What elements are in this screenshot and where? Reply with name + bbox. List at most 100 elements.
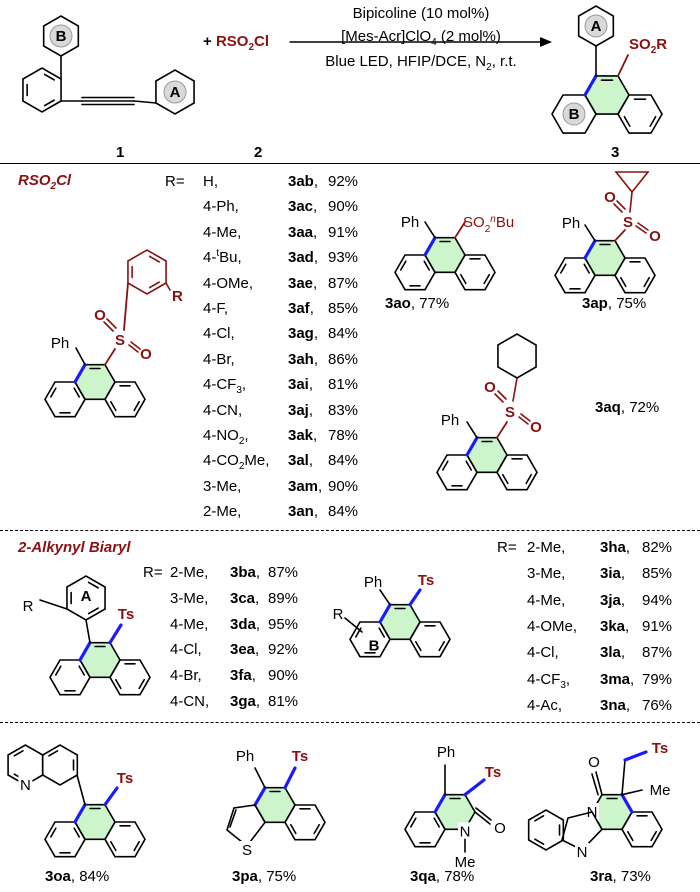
bond: [48, 750, 59, 757]
bond: [583, 263, 590, 274]
bond: [148, 281, 160, 289]
atom-label: O: [530, 419, 542, 436]
atom-label: O: [94, 307, 106, 324]
ring-letter: A: [591, 18, 602, 35]
yield: 87%: [328, 274, 359, 292]
bond: [415, 640, 422, 652]
bond: [55, 665, 62, 676]
substituent-part: 4-Cl,: [203, 325, 235, 343]
bond: [584, 224, 596, 242]
bond: [379, 589, 391, 606]
bond: [518, 416, 529, 425]
bond: [623, 750, 648, 762]
yield: 90%: [328, 198, 359, 216]
bond: [313, 823, 320, 835]
bond: [253, 786, 267, 807]
atom-label: O: [604, 189, 616, 206]
compound-id: 3ka: [600, 618, 629, 636]
substituent: 4-Ac,: [527, 697, 562, 715]
substituent: 4-Cl,: [527, 644, 559, 662]
substituent-part: 4-Ph,: [203, 198, 239, 216]
bond: [73, 803, 87, 824]
atom-label: Ph: [441, 412, 459, 429]
fused-ring: [104, 381, 146, 418]
bond: [87, 581, 99, 589]
yield: 90%: [268, 667, 299, 685]
atom-label: Ts: [418, 572, 434, 589]
substituent: 4-CN,: [203, 402, 242, 420]
title-part: Cl: [56, 172, 72, 189]
atom-label: Ph: [51, 335, 69, 352]
bond: [534, 815, 545, 822]
bond: [466, 421, 478, 439]
substituent-part: 3-Me,: [170, 589, 209, 607]
yield: 85%: [328, 300, 359, 317]
bond: [378, 603, 392, 624]
bond: [254, 767, 266, 789]
compound-yield-label: 3ra 73%: [590, 868, 651, 886]
bond: [465, 460, 472, 471]
compound-id: 3an: [288, 503, 318, 521]
substituent-part: 3: [560, 679, 566, 691]
condition-catalyst: Bipicoline (10 mol%): [352, 5, 490, 22]
substituent-part: Me,: [244, 452, 270, 470]
cond-sub: 4: [431, 37, 437, 48]
yield: 79%: [642, 670, 673, 688]
bond: [623, 115, 631, 128]
compound-id: 3ha: [600, 539, 630, 557]
compound-id: 3aj: [288, 402, 313, 420]
bond: [104, 348, 116, 366]
reagent-part: RSO: [215, 33, 249, 50]
substituent-part: 4-Me,: [527, 591, 566, 609]
fused-ring: [617, 94, 663, 134]
bond: [621, 789, 643, 796]
ring-letter: B: [56, 28, 67, 45]
bond: [520, 413, 531, 422]
yield: 75%: [616, 295, 647, 312]
substituent-part: 4-NO: [203, 427, 239, 444]
formula-part: 2: [485, 224, 491, 235]
substituent: 4-Cl,: [170, 641, 202, 659]
atom-label: S: [115, 332, 125, 349]
atom-label: Ph: [562, 215, 580, 232]
bond: [229, 809, 237, 828]
title-sub: 2: [50, 181, 57, 192]
substituent: 4-F,: [203, 300, 228, 318]
atom-label: Me: [455, 854, 476, 871]
compound-yield-label: 3aq 72%: [595, 399, 659, 417]
bond: [649, 115, 657, 128]
bond: [76, 774, 86, 806]
substituent: 4-Me,: [203, 224, 241, 242]
quinoline-benzo-ring: [41, 744, 79, 786]
atom-label: O: [588, 754, 600, 771]
label-mask: [458, 822, 472, 841]
substituent-part: t: [216, 248, 220, 260]
substituent-part: 4-: [203, 249, 217, 267]
compound-id: 3ia: [600, 565, 625, 583]
bond: [133, 840, 140, 852]
condition-solvent: Blue LED, HFIP/DCE, N2, r.t.: [290, 53, 552, 73]
compound-yield-label: 3ao 77%: [385, 295, 449, 313]
substituent: 4-Cl,: [203, 325, 235, 343]
compound-id: 3ca: [230, 590, 259, 608]
bond: [525, 473, 532, 485]
bond: [494, 393, 504, 403]
substituent: 4-Br,: [170, 667, 202, 685]
bond: [128, 344, 139, 353]
atom-label: Ph: [437, 744, 455, 761]
compound-id: 3aa: [288, 224, 317, 242]
bond: [534, 838, 545, 845]
fused-ring: [409, 621, 451, 658]
r-label: R=: [143, 564, 163, 581]
condition-photocatalyst: [Mes-Acr]ClO4 (2 mol%): [290, 28, 552, 48]
atom-label: N: [460, 823, 471, 840]
reagent-2: + RSO2Cl: [203, 33, 269, 53]
atom-label: R: [333, 606, 344, 623]
yield: 86%: [328, 350, 359, 368]
bond: [43, 73, 55, 81]
atom-label: Ts: [652, 740, 668, 757]
yield: 82%: [642, 539, 673, 556]
compound-id: 3ra: [590, 868, 617, 885]
atom-label: B: [369, 637, 380, 654]
